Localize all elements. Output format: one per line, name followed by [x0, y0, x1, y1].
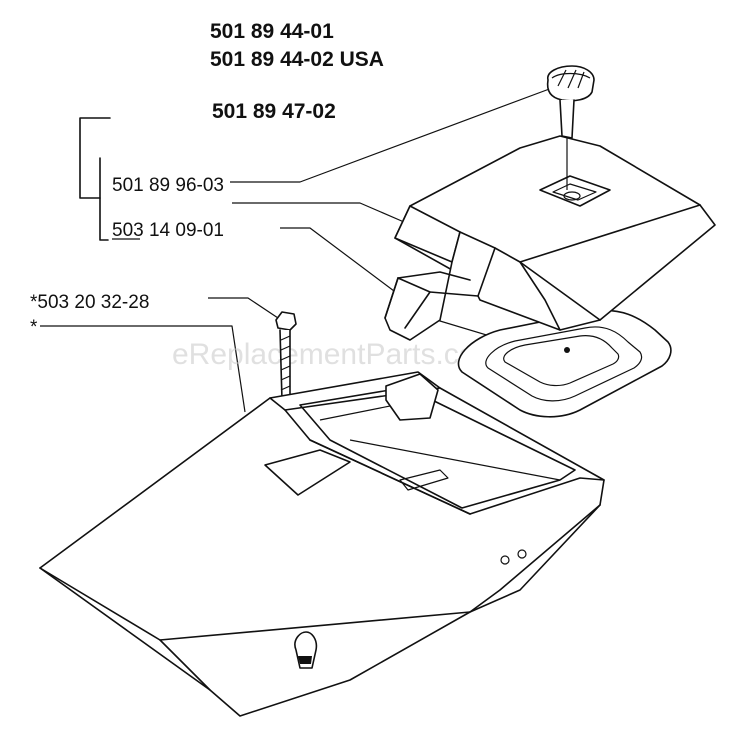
screw-part	[275, 311, 297, 401]
main-hood	[39, 371, 605, 717]
hood-nub-mark	[298, 656, 312, 664]
label-hood-asterisk: *	[30, 317, 38, 338]
gasket-plate	[457, 309, 672, 418]
gasket-hole	[564, 347, 570, 353]
part-number-501-89-44-01: 501 89 44-01	[210, 20, 334, 43]
hood-hole-1	[500, 555, 510, 565]
knob-part	[546, 65, 595, 190]
leader-cover-gasket	[280, 227, 521, 346]
leader-screw	[208, 297, 279, 319]
leader-lines	[40, 87, 553, 413]
hood-hole-2	[517, 549, 527, 559]
part-number-501-89-47-02: 501 89 47-02	[212, 100, 336, 123]
cover-knob-hole	[563, 191, 581, 201]
label-screw-part: *503 20 32-28	[30, 292, 149, 313]
top-cover	[384, 135, 716, 341]
label-cover-part: 503 14 09-01	[112, 220, 224, 241]
leader-cover-top	[232, 202, 405, 223]
leader-knob	[230, 87, 553, 183]
label-knob-part: 501 89 96-03	[112, 175, 224, 196]
part-number-501-89-44-02-usa: 501 89 44-02 USA	[210, 48, 384, 71]
leader-hood	[40, 325, 246, 413]
group-bracket	[79, 117, 111, 241]
watermark-text: eReplacementParts.com	[172, 338, 500, 371]
